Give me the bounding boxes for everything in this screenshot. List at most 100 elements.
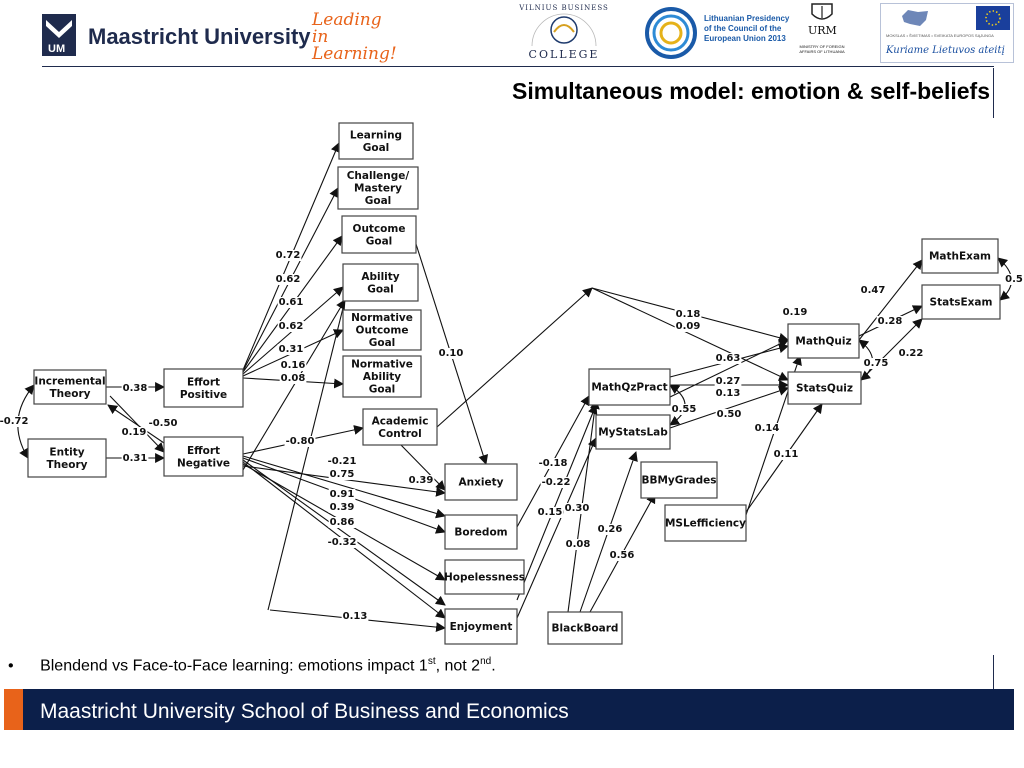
right-rule-top xyxy=(993,68,994,118)
node-hopelessness: Hopelessness xyxy=(444,559,525,595)
edge-label: 0.75 xyxy=(864,358,889,369)
edge-label: 0.62 xyxy=(276,274,301,285)
presidency-line-3: European Union 2013 xyxy=(704,34,786,43)
edge-label: 0.39 xyxy=(330,502,355,513)
node-mathqzpract: MathQzPract xyxy=(588,368,671,406)
edge-label: -0.80 xyxy=(286,436,315,447)
node-label: Outcome xyxy=(353,223,406,235)
path-arrow xyxy=(860,318,923,381)
path-arrow xyxy=(107,404,165,444)
node-anxiety: Anxiety xyxy=(444,463,518,501)
node-label: Goal xyxy=(363,142,390,154)
eu-slogan: Kuriame Lietuvos ateitį xyxy=(886,45,1005,56)
eu-funding-logo xyxy=(880,3,1014,63)
urm-label: URM xyxy=(808,24,837,37)
edge-label: 0.30 xyxy=(565,503,590,514)
path-arrow xyxy=(516,437,597,619)
path-diagram: IncrementalTheoryEntityTheoryEffortPosit… xyxy=(0,122,1024,645)
node-label: Anxiety xyxy=(459,477,504,489)
edge-label: 0.08 xyxy=(281,373,306,384)
edge-label: 0.31 xyxy=(279,344,304,355)
edge-label: 0.31 xyxy=(123,453,148,464)
footer-text: Maastricht University School of Business… xyxy=(40,700,569,723)
edge-label: -0.32 xyxy=(328,537,357,548)
urm-emblem-icon xyxy=(811,3,833,20)
node-label: MyStatsLab xyxy=(598,427,668,439)
node-mathquiz: MathQuiz xyxy=(787,323,860,359)
node-label: Negative xyxy=(177,457,230,469)
edge-label: 0.75 xyxy=(330,469,355,480)
bullet-text-end: . xyxy=(491,657,496,675)
urm-subtitle: MINISTRY OF FOREIGN AFFAIRS OF LITHUANIA xyxy=(799,44,845,54)
path-arrow xyxy=(591,287,789,381)
path-arrow xyxy=(858,259,923,341)
node-label: Hopelessness xyxy=(444,572,525,584)
edge-label: 0.61 xyxy=(279,297,304,308)
edge-label: 0.28 xyxy=(878,316,903,327)
slide-title: Simultaneous model: emotion & self-belie… xyxy=(512,78,990,104)
edge-label: 0.5 xyxy=(1005,274,1023,285)
bullet-icon: • xyxy=(8,657,14,675)
node-label: Enjoyment xyxy=(450,621,513,633)
edge-label: 0.55 xyxy=(672,404,697,415)
edge-label: 0.27 xyxy=(716,376,741,387)
node-label: Normative xyxy=(351,312,413,324)
path-arrow xyxy=(516,404,598,601)
edge-label: 0.14 xyxy=(755,423,780,434)
edge-label: 0.13 xyxy=(343,611,368,622)
maastricht-logo-icon: UM xyxy=(42,14,76,56)
bullet-sup-2: nd xyxy=(480,656,492,667)
node-mslefficiency: MSLefficiency xyxy=(664,504,747,542)
edge-label: 0.63 xyxy=(716,353,741,364)
node-label: StatsQuiz xyxy=(796,383,853,395)
path-arrow xyxy=(399,443,446,491)
edge-label: 0.19 xyxy=(783,307,808,318)
node-bbmygrades: BBMyGrades xyxy=(640,461,718,499)
lithuania-map-icon xyxy=(902,10,928,26)
edge-label: 0.50 xyxy=(717,409,742,420)
node-label: Goal xyxy=(365,195,392,207)
bullet-point: • Blendend vs Face-to-Face learning: emo… xyxy=(8,656,496,675)
edge-label: 0.08 xyxy=(566,539,591,550)
edge-label: 0.15 xyxy=(538,507,563,518)
edge-label: 0.18 xyxy=(676,309,701,320)
node-label: Positive xyxy=(180,389,227,401)
node-label: StatsExam xyxy=(930,297,993,309)
bullet-text-mid: , not 2 xyxy=(435,657,481,675)
path-arrow xyxy=(669,386,789,429)
edge-label: 0.11 xyxy=(774,449,799,460)
path-arrow xyxy=(669,339,789,398)
edge-label: 0.86 xyxy=(330,517,355,528)
path-arrow xyxy=(242,459,446,606)
presidency-line-2: of the Council of the xyxy=(704,24,782,33)
vilnius-college-logo-icon: VILNIUS BUSINESS COLLEGE xyxy=(518,4,608,61)
presidency-line-1: Lithuanian Presidency xyxy=(704,14,790,23)
node-label: Effort xyxy=(187,376,220,388)
node-label: Goal xyxy=(367,283,394,295)
header-divider xyxy=(42,66,994,67)
node-label: BlackBoard xyxy=(552,623,619,635)
node-label: Boredom xyxy=(454,527,507,539)
path-line xyxy=(267,299,346,611)
presidency-text: Lithuanian Presidency of the Council of … xyxy=(704,14,794,44)
edge-label: -0.50 xyxy=(149,418,178,429)
edge-label: -0.21 xyxy=(328,456,357,467)
node-label: Mastery xyxy=(354,183,402,195)
footer-bar xyxy=(4,689,1014,730)
edge-label: 0.91 xyxy=(330,489,355,500)
node-label: Goal xyxy=(369,337,396,349)
node-label: Theory xyxy=(50,388,91,400)
presidency-logo-icon xyxy=(645,7,697,59)
node-label: Theory xyxy=(47,459,88,471)
bullet-sup-1: st xyxy=(427,656,436,667)
path-arrow xyxy=(242,299,346,471)
edge-label: 0.39 xyxy=(409,475,434,486)
node-label: Control xyxy=(378,428,421,440)
node-label: Entity xyxy=(49,446,84,458)
